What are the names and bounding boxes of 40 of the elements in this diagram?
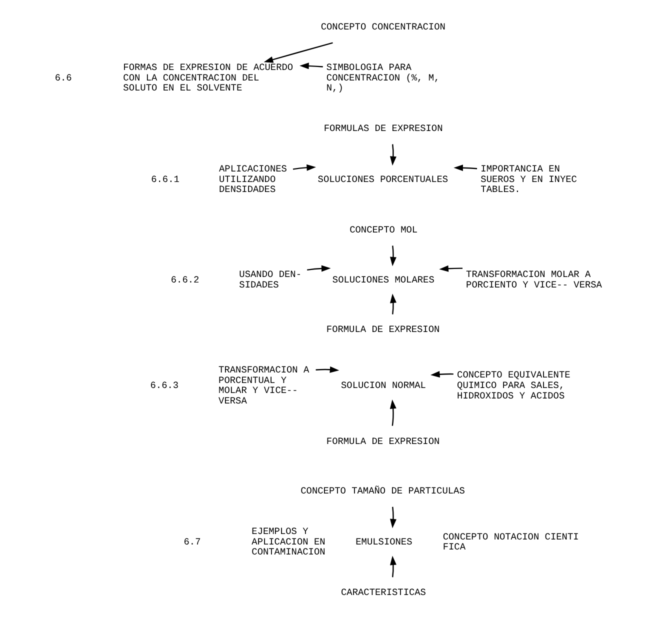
node-text: TRANSFORMACION A PORCENTUAL Y MOLAR Y VICE-- VERSA [218, 364, 310, 406]
node-text: SOLUCIONES MOLARES [332, 274, 434, 286]
node-text: FORMULAS DE EXPRESION [324, 123, 443, 134]
arrow [390, 556, 396, 578]
node-text: FORMULA DE EXPRESION [326, 436, 440, 447]
node-text: APLICACIONES UTILIZANDO DENSIDADES [219, 163, 287, 196]
node-text: CONCEPTO MOL [350, 224, 418, 236]
node-text: SOLUCION NORMAL [341, 380, 426, 392]
arrow [390, 506, 396, 528]
label: 6.6.3 [150, 380, 179, 392]
node-text: CONCEPTO CONCENTRACION [320, 22, 446, 33]
label: CONCEPTO NOTACION CIENTI FICA [442, 531, 579, 553]
node-text: CONCEPTO TAMAÑO DE PARTICULAS [300, 486, 465, 497]
arrow [300, 62, 323, 70]
arrow [439, 265, 463, 272]
label: 6.6.2 [170, 274, 200, 286]
node-text: FORMAS DE EXPRESION DE ACUERDO CON LA CONCENTRACION DEL SOLUTO EN EL SOLVENTE [123, 62, 294, 94]
label: 6.6 [54, 72, 72, 84]
node-text: CONCEPTO EQUIVALENTE QUIMICO PARA SALES, HIDROXIDOS Y ACIDOS [457, 370, 570, 402]
arrow [307, 265, 331, 272]
label: EJEMPLOS Y APLICACION EN CONTAMINACION [252, 526, 326, 558]
node-text: TRANSFORMACION MOLAR A PORCIENTO Y VICE-- VERSA [466, 269, 602, 290]
label: 6.7 [184, 536, 201, 548]
node-text: USANDO DEN- SIDADES [239, 269, 302, 290]
arrow [454, 164, 478, 172]
arrow [316, 366, 340, 373]
node-text: SOLUCIONES PORCENTUALES [318, 174, 448, 185]
node-text: FORMULA DE EXPRESION [326, 324, 440, 336]
arrow [390, 246, 396, 266]
arrow [390, 399, 396, 426]
label: 6.6.1 [151, 174, 180, 185]
node-text: EMULSIONES [356, 536, 412, 548]
arrow [390, 144, 396, 166]
arrow [430, 371, 454, 378]
arrow [264, 42, 333, 63]
node-text: SIMBOLOGIA PARA CONCENTRACION (%, M, N,) [326, 62, 440, 94]
arrow [292, 164, 316, 171]
node-text: IMPORTANCIA EN SUEROS Y EN INYEC TABLES. [480, 163, 577, 196]
arrow [390, 294, 396, 314]
node-text: CARACTERISTICAS [341, 587, 426, 598]
